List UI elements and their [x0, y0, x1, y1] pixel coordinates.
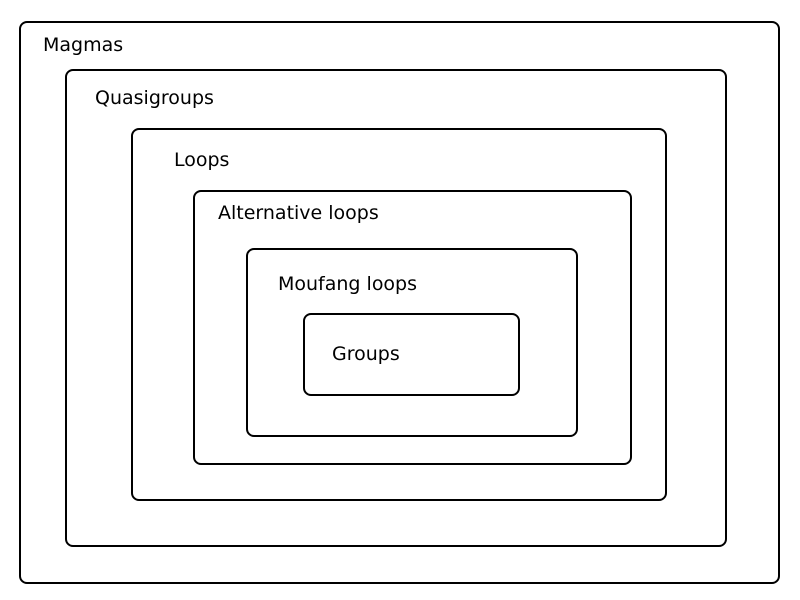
groups-label: Groups: [332, 343, 400, 365]
loops-label: Loops: [174, 149, 230, 171]
groups-box: [303, 313, 520, 396]
alternative-loops-label: Alternative loops: [218, 202, 379, 224]
moufang-loops-label: Moufang loops: [278, 273, 418, 295]
quasigroups-label: Quasigroups: [95, 87, 214, 109]
magmas-label: Magmas: [43, 34, 124, 56]
